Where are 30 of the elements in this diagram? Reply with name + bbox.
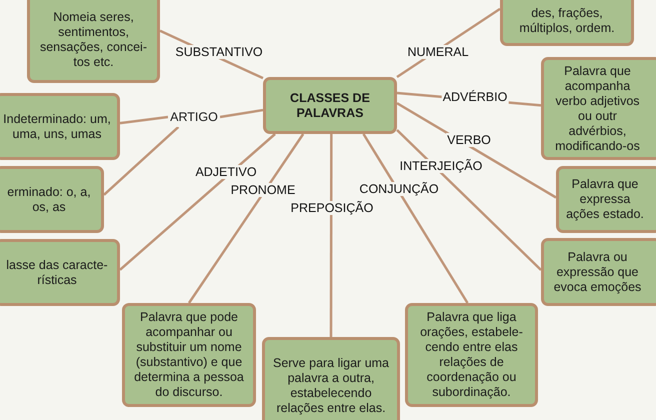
definition-box: Indeterminado: um, uma, uns, umas <box>0 93 120 160</box>
edge-label: CONJUNÇÃO <box>358 182 440 196</box>
edge-label: VERBO <box>446 133 492 147</box>
definition-box: Nomeia seres, sentimentos, sensações, concei- tos etc. <box>27 0 160 83</box>
connector-line <box>120 116 168 124</box>
definition-box: Palavra que acompanha verbo adjetivos ou outr advérbios, modificando-os <box>541 57 656 160</box>
definition-box: Palavra que pode acompanhar ou substituir um nome (substantivo) e que determina a pessoa do discurso. <box>122 303 256 407</box>
edge-label: PRONOME <box>230 183 296 197</box>
edge-label: INTERJEIÇÃO <box>398 159 484 173</box>
definition-box: Palavra ou expressão que evoca emoções <box>541 238 656 306</box>
connector-line <box>119 133 276 271</box>
connector-line <box>103 126 180 196</box>
connector-line <box>396 102 557 199</box>
connector-line <box>188 133 304 304</box>
definition-box: des, frações, múltiplos, ordem. <box>500 0 634 46</box>
definition-box: lasse das caracte- rísticas <box>0 239 120 306</box>
edge-label: PREPOSIÇÃO <box>290 201 374 215</box>
definition-box: Serve para ligar uma palavra a outra, estabelecendo relações entre elas. <box>262 337 400 420</box>
connector-line <box>330 134 333 337</box>
definition-box: erminado: o, a, os, as <box>0 166 104 233</box>
connector-line <box>362 133 469 304</box>
edge-label: ADJETIVO <box>194 165 258 179</box>
definition-box: Palavra que liga orações, estabele- cendo entre elas relações de coordenação ou subordinação. <box>405 303 538 407</box>
central-concept-box: CLASSES DE PALAVRAS <box>263 77 397 134</box>
edge-label: NUMERAL <box>406 45 470 59</box>
definition-box: Palavra que expressa ações estado. <box>556 166 656 233</box>
connector-line <box>396 129 542 271</box>
edge-label: ADVÉRBIO <box>442 90 508 104</box>
edge-label: SUBSTANTIVO <box>174 45 264 59</box>
connector-line <box>220 108 264 118</box>
